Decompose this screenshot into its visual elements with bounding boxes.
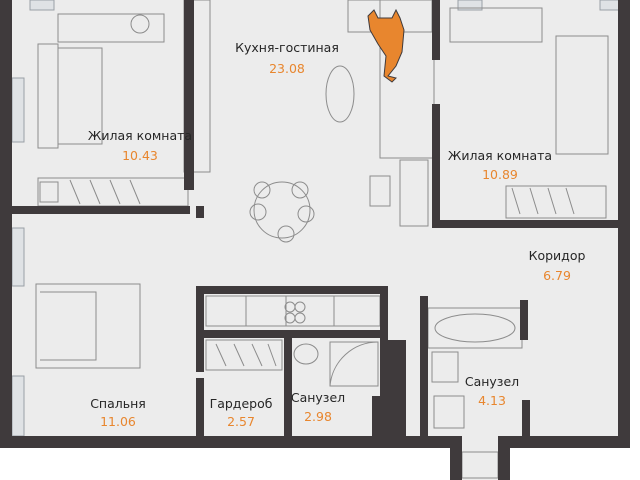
furniture [35, 0, 609, 479]
dining-chair [277, 225, 295, 243]
wall [440, 220, 618, 228]
desk [57, 13, 165, 43]
room-area-bedroom: 11.06 [100, 414, 136, 429]
wall [0, 0, 12, 448]
room-name-wardrobe: Гардероб [209, 396, 273, 411]
room-name-living-right: Жилая комната [447, 148, 553, 163]
sofa-seat [57, 47, 103, 145]
wall [498, 436, 620, 448]
wall [618, 0, 630, 448]
wall [196, 206, 204, 218]
dining-chair [253, 181, 271, 199]
room-area-corridor: 6.79 [543, 268, 571, 283]
coffee-table [325, 65, 355, 123]
cabinet-box [39, 181, 59, 203]
window [599, 0, 621, 11]
room-name-corridor: Коридор [528, 248, 586, 263]
washing-machine [431, 351, 459, 383]
wall [522, 400, 530, 436]
dining-table [253, 181, 311, 239]
bed [35, 283, 141, 369]
room-area-bathroom-1: 2.98 [304, 409, 332, 424]
shower [329, 341, 379, 387]
room-name-bathroom-2: Санузел [464, 374, 520, 389]
wall [12, 206, 190, 214]
room-area-living-left: 10.43 [122, 148, 158, 163]
wall [0, 436, 462, 448]
wall [432, 0, 440, 60]
tv-unit [399, 159, 429, 227]
wall [372, 396, 388, 436]
toilet [433, 395, 465, 429]
wall [520, 300, 528, 340]
room-name-kitchen-living: Кухня-гостиная [235, 40, 339, 55]
window [457, 0, 483, 11]
wall [432, 104, 440, 228]
desk-chair [130, 14, 150, 34]
desk [449, 7, 543, 43]
window [29, 0, 55, 11]
room-name-bedroom: Спальня [90, 396, 146, 411]
wall [380, 286, 388, 436]
window [11, 77, 25, 143]
wall [184, 0, 194, 190]
sofa [555, 35, 609, 155]
fox-icon [367, 8, 405, 83]
room-area-wardrobe: 2.57 [227, 414, 255, 429]
room-name-bathroom-1: Санузел [290, 390, 346, 405]
room-area-living-right: 10.89 [482, 167, 518, 182]
wall [498, 448, 510, 480]
window [11, 227, 25, 287]
wardrobe-rack [205, 339, 283, 371]
wall [196, 378, 204, 436]
wall [204, 330, 380, 338]
wall [450, 448, 462, 480]
wall [284, 338, 292, 436]
living-sofa-side [379, 0, 435, 159]
wall [388, 340, 406, 436]
window [11, 375, 25, 437]
dining-chair [291, 181, 309, 199]
dining-chair [297, 205, 315, 223]
room-area-kitchen-living: 23.08 [269, 61, 305, 76]
bar-stool [369, 175, 391, 207]
wall [420, 296, 428, 436]
room-area-bathroom-2: 4.13 [478, 393, 506, 408]
room-name-living-left: Жилая комната [87, 128, 193, 143]
dining-chair [249, 203, 267, 221]
wall [196, 286, 204, 372]
cabinet [505, 185, 607, 219]
sink [293, 343, 319, 365]
wall [204, 286, 380, 294]
